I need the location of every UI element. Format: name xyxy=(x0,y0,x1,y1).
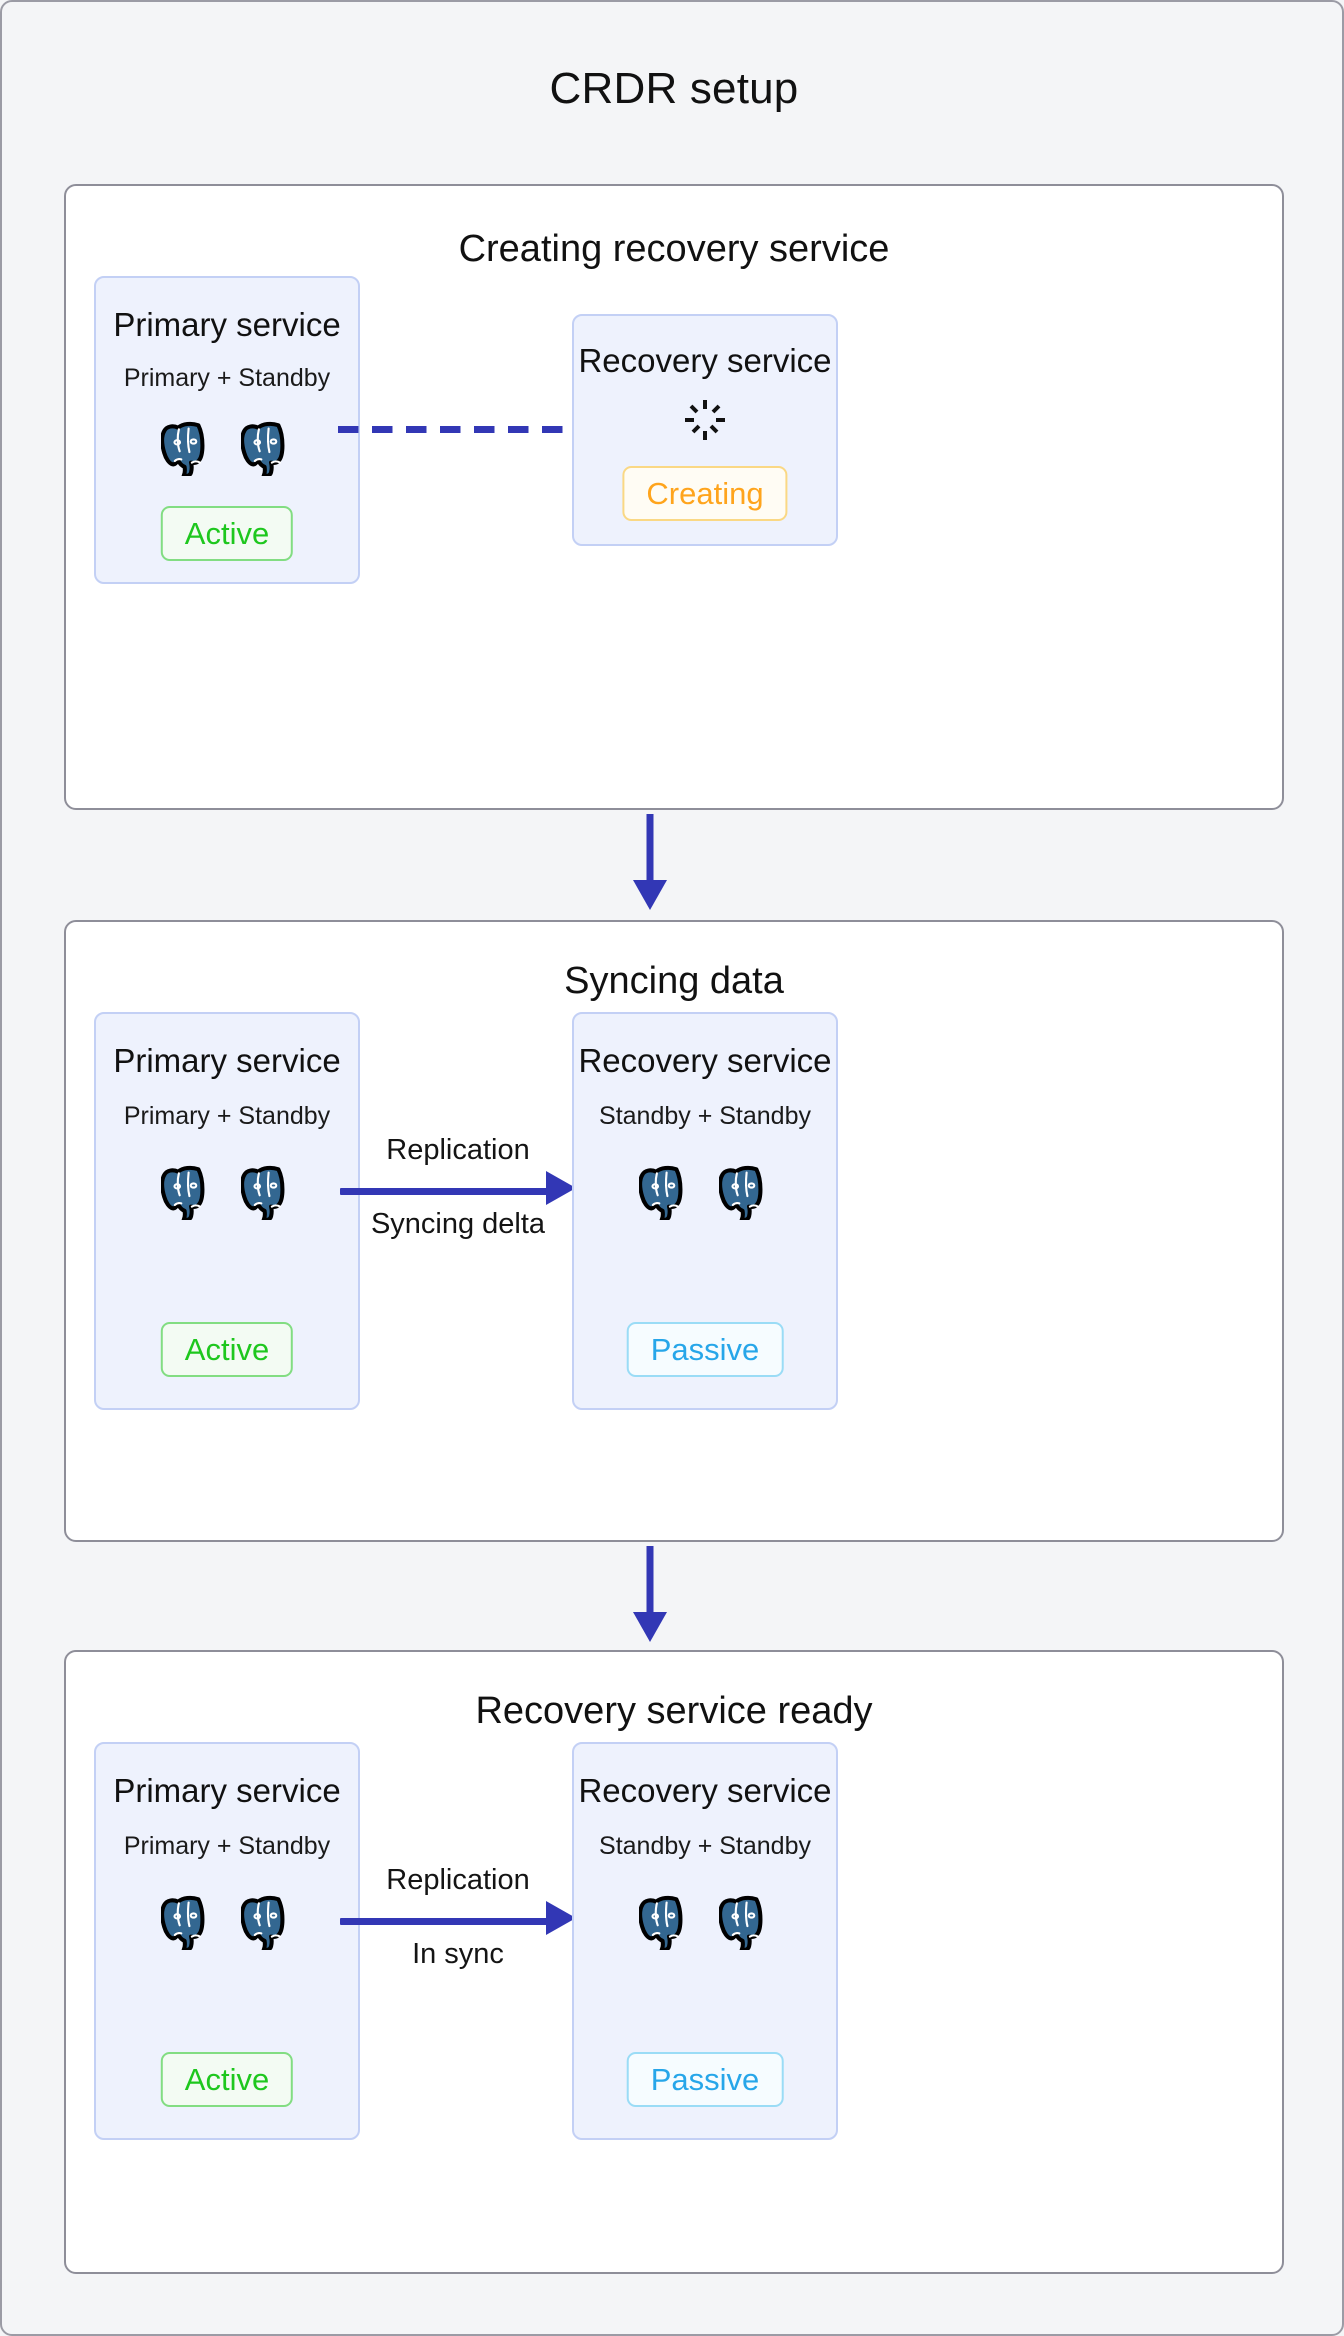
node-row xyxy=(96,1894,358,1950)
replication-arrow: Replication Syncing delta xyxy=(340,1134,576,1254)
card-subtitle: Standby + Standby xyxy=(599,1832,811,1860)
recovery-service-card: Recovery service Standby + Standby xyxy=(572,1742,838,2140)
status-badge: Active xyxy=(160,2052,294,2107)
replication-label-below: Syncing delta xyxy=(370,1208,546,1240)
postgres-icon xyxy=(241,1894,293,1950)
card-subtitle: Primary + Standby xyxy=(123,364,331,392)
postgres-icon xyxy=(161,1164,213,1220)
primary-service-card: Primary service Primary + Standby xyxy=(94,1742,360,2140)
panel-syncing-data: Syncing data Primary service Primary + S… xyxy=(64,920,1284,1542)
postgres-icon xyxy=(719,1894,771,1950)
postgres-icon xyxy=(639,1164,691,1220)
arrow-right-icon xyxy=(340,1918,552,1925)
card-title: Primary service xyxy=(113,1772,341,1809)
recovery-service-card: Recovery service Standby + Standby xyxy=(572,1012,838,1410)
primary-service-card: Primary service Primary + Standby xyxy=(94,276,360,584)
card-subtitle: Primary + Standby xyxy=(123,1832,331,1860)
arrow-down-icon xyxy=(610,814,690,914)
recovery-service-card: Recovery service Creating xyxy=(572,314,838,546)
status-badge: Active xyxy=(160,1322,294,1377)
postgres-icon xyxy=(719,1164,771,1220)
replication-label-below: In sync xyxy=(412,1938,504,1970)
status-badge: Passive xyxy=(626,2052,784,2107)
card-title: Recovery service xyxy=(578,1042,832,1079)
postgres-icon xyxy=(639,1894,691,1950)
page-title: CRDR setup xyxy=(549,64,799,113)
loading-spinner-icon xyxy=(683,398,727,447)
panel-recovery-service-ready: Recovery service ready Primary service P… xyxy=(64,1650,1284,2274)
postgres-icon xyxy=(161,1894,213,1950)
node-row xyxy=(574,1164,836,1220)
panel-title: Syncing data xyxy=(564,960,784,1002)
status-badge: Passive xyxy=(626,1322,784,1377)
card-title: Primary service xyxy=(113,306,341,343)
replication-label-above: Replication xyxy=(386,1134,530,1166)
status-badge: Creating xyxy=(622,466,788,521)
card-title: Recovery service xyxy=(578,1772,832,1809)
postgres-icon xyxy=(161,420,213,476)
replication-arrow: Replication In sync xyxy=(340,1864,576,1984)
panel-title: Creating recovery service xyxy=(458,228,890,270)
card-title: Recovery service xyxy=(578,342,832,379)
status-badge: Active xyxy=(160,506,294,561)
postgres-icon xyxy=(241,420,293,476)
panel-title: Recovery service ready xyxy=(475,1690,873,1732)
panel-creating-recovery-service: Creating recovery service Primary servic… xyxy=(64,184,1284,810)
dashed-line-icon xyxy=(338,426,578,433)
card-subtitle: Primary + Standby xyxy=(123,1102,331,1130)
primary-service-card: Primary service Primary + Standby xyxy=(94,1012,360,1410)
replication-label-above: Replication xyxy=(386,1864,530,1896)
arrow-down-icon xyxy=(610,1546,690,1646)
postgres-icon xyxy=(241,1164,293,1220)
node-row xyxy=(574,1894,836,1950)
node-row xyxy=(96,1164,358,1220)
card-title: Primary service xyxy=(113,1042,341,1079)
node-row xyxy=(96,420,358,476)
card-subtitle: Standby + Standby xyxy=(599,1102,811,1130)
arrow-right-icon xyxy=(340,1188,552,1195)
